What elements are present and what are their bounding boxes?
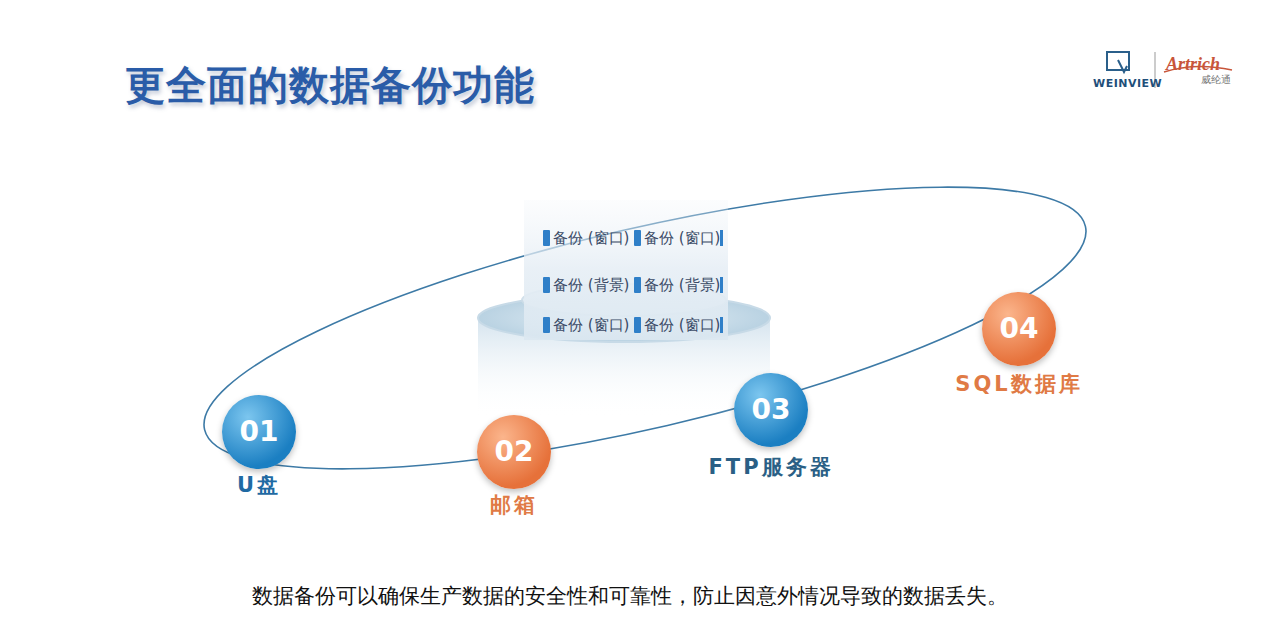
slide-caption: 数据备份可以确保生产数据的安全性和可靠性，防止因意外情况导致的数据丢失。 [0, 582, 1260, 610]
callout-number: 02 [477, 415, 551, 489]
node-label: U盘 [142, 471, 376, 499]
node-label: 邮箱 [397, 491, 631, 519]
orbit-circle: 02邮箱 [477, 415, 551, 489]
node-label: SQL数据库 [902, 370, 1136, 398]
button-text: 备份 (窗口) [644, 229, 720, 248]
logo-text: 威纶通 [1201, 73, 1231, 87]
logo-icon [1107, 52, 1129, 72]
orbit-circle: 01U盘 [222, 395, 296, 469]
callout-number: 04 [982, 292, 1056, 366]
logo-text: WEINVIEW [1093, 77, 1162, 90]
callout-number: 01 [222, 395, 296, 469]
orbit-ellipse [182, 129, 1108, 527]
logo-text: Artrich [1166, 54, 1220, 75]
orbit-circle: 03FTP服务器 [734, 373, 808, 447]
button-panel [524, 200, 728, 340]
button-text: 备份 (背景) [644, 276, 720, 295]
button-text: 备份 (窗口) [553, 229, 629, 248]
node-label: FTP服务器 [654, 453, 888, 481]
button-text: 备份 (窗口) [553, 316, 629, 335]
slide-title: 更全面的数据备份功能 [125, 58, 535, 113]
button-text: 备份 (背景) [553, 276, 629, 295]
button-text: 备份 (窗口) [644, 316, 720, 335]
callout-number: 03 [734, 373, 808, 447]
orbit-circle: 04SQL数据库 [982, 292, 1056, 366]
